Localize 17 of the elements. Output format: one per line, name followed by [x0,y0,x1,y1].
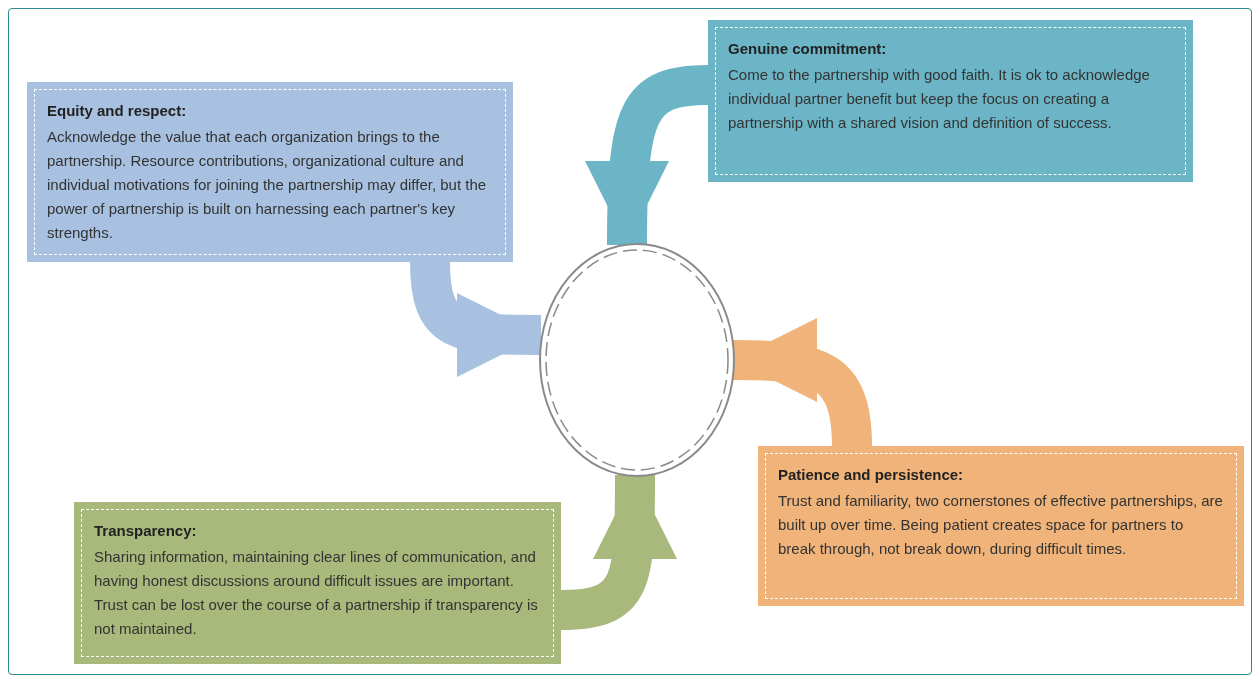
box-heading: Patience and persistence: [778,465,965,485]
info-box [74,502,561,664]
curved-arrow [410,261,542,377]
box-body: Trust and familiarity, two cornerstones of effective partnerships, are built up over time. Being patient creates space for partners to break through, not break down, during difficult times. [778,490,1224,559]
info-box [27,82,513,262]
curved-arrow [732,318,872,447]
box-heading: Transparency: [94,521,198,541]
box-body: Sharing information, maintaining clear lines of communication, and having honest discussions around difficult issues are important. Trust can be lost over the course of a partnership if transparency is not maintained. [94,546,539,639]
box-heading: Equity and respect: [47,101,188,121]
info-box [758,446,1244,606]
info-box [708,20,1193,182]
circle-shape [539,243,735,477]
box-body: Acknowledge the value that each organization brings to the partnership. Resource contributions, organizational culture and individual motivations for joining the partnership may differ, but the power of partnership is built on harnessing each partner's key strengths. [47,126,488,243]
box-body: Come to the partnership with good faith. It is ok to acknowledge individual partner benefit but keep the focus on creating a partnership with a shared vision and definition of success. [728,64,1151,133]
curved-arrow [560,474,677,630]
curved-arrow [585,65,709,246]
box-heading: Genuine commitment: [728,39,888,59]
